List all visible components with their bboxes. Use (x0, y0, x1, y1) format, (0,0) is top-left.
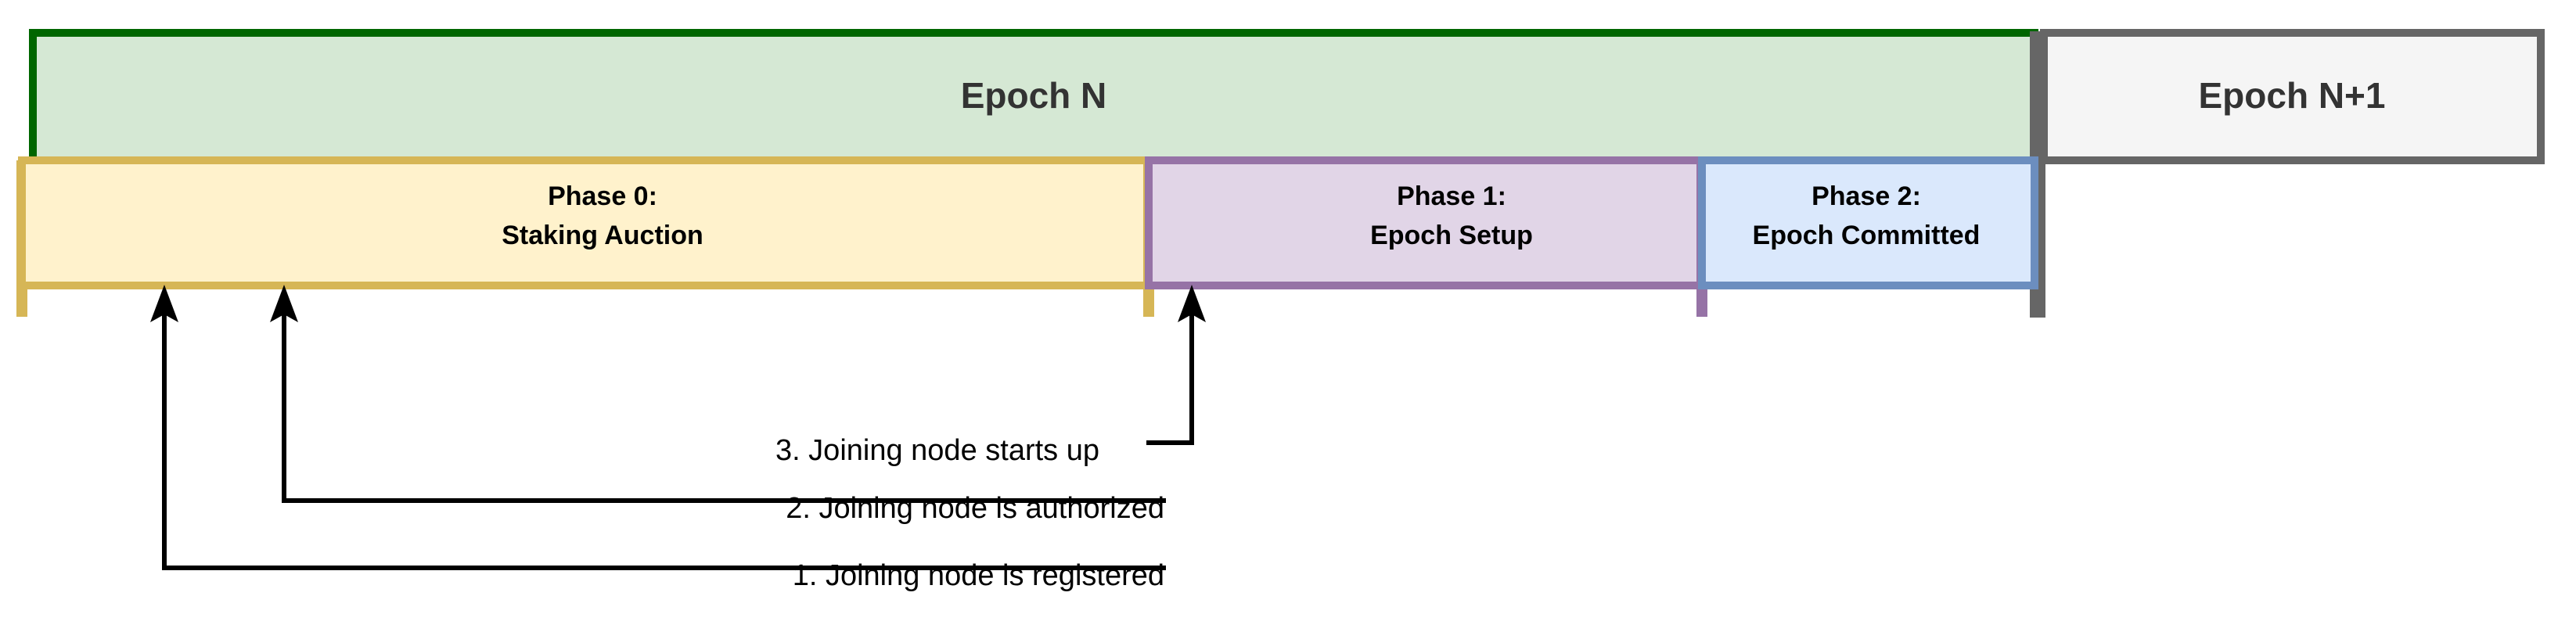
callout-1-arrowhead (150, 285, 178, 322)
phase-2-rect (1698, 156, 2038, 289)
phase-0-box: Phase 0: Staking Auction (16, 156, 1153, 317)
callout-2-connector (282, 313, 1166, 503)
phase-2-box: Phase 2: Epoch Committed (1696, 156, 2038, 317)
epoch-n-band: Epoch N (29, 29, 2038, 164)
callout-3-arrowhead (1178, 285, 1206, 322)
callout-2-arrowhead (270, 285, 298, 322)
callout-1-label: 1. Joining node is registered (793, 559, 1164, 592)
epoch-n-plus-1-label: Epoch N+1 (2198, 75, 2385, 116)
phase-0-rect (18, 156, 1153, 289)
callout-3-connector (1146, 313, 1194, 445)
callout-3-group: 3. Joining node starts up (775, 285, 1206, 467)
phase-1-title: Phase 1: (1397, 181, 1506, 211)
phase-2-title: Phase 2: (1811, 181, 1921, 211)
phase-0-title: Phase 0: (548, 181, 657, 211)
epoch-n-rect (29, 29, 2038, 164)
callout-3-label: 3. Joining node starts up (775, 434, 1099, 467)
epoch-n-plus-1-band: Epoch N+1 (2040, 29, 2545, 164)
callout-1-group: 1. Joining node is registered (150, 285, 1166, 592)
epoch-n-label: Epoch N (961, 75, 1107, 116)
epoch-n-plus-1-rect (2040, 29, 2545, 164)
phase-0-subtitle: Staking Auction (502, 221, 703, 250)
phase-1-box: Phase 1: Epoch Setup (1143, 156, 1706, 317)
callout-1-connector (162, 313, 1166, 570)
callout-2-group: 2. Joining node is authorized (270, 285, 1166, 525)
callout-2-label: 2. Joining node is authorized (786, 492, 1164, 525)
phase-1-subtitle: Epoch Setup (1370, 221, 1533, 250)
phase-2-subtitle: Epoch Committed (1753, 221, 1981, 250)
